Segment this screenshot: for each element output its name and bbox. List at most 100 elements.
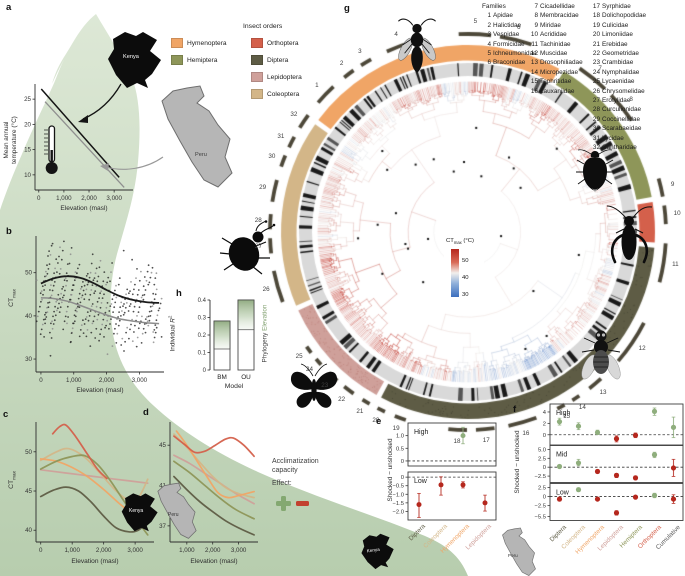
x-axis-title: Model	[225, 383, 244, 390]
kenya-map-shape	[121, 493, 158, 532]
hemiptera-swatch	[171, 55, 183, 65]
tick-label: 0.5	[396, 446, 404, 452]
tick-label: 0	[39, 377, 43, 384]
x-axis-title: Elevation (masl)	[60, 205, 107, 212]
tick-label: 2,000	[205, 547, 221, 554]
bar-category-label: OU	[241, 374, 251, 381]
tick-label: 0.1	[198, 351, 207, 357]
panel-label-f: f	[513, 404, 517, 415]
families-header: Families	[482, 3, 506, 10]
tick-label: 1,000	[56, 195, 72, 202]
tick-label: −2.5	[535, 504, 546, 510]
legend-label: Coleoptera	[267, 90, 300, 98]
peru-map-label: Peru	[168, 512, 179, 518]
panel-label-g: g	[344, 3, 350, 14]
legend-title: Insect orders	[243, 23, 283, 30]
positive-effect-icon	[276, 496, 291, 511]
legend-label: Orthoptera	[267, 39, 299, 47]
estimate-point	[594, 429, 601, 436]
acclimatization-line2: capacity	[272, 466, 298, 474]
tick-label: 0	[543, 465, 546, 471]
lepidoptera-curve	[173, 454, 255, 505]
tick-label: 0.2	[198, 333, 207, 339]
phylogeny-label: Phylogeny	[261, 332, 269, 363]
lepidoptera-swatch	[251, 72, 263, 82]
estimate-point	[575, 423, 582, 429]
panel-label-a: a	[6, 2, 12, 13]
diptera-curve	[173, 475, 255, 536]
tick-label: 1.0	[396, 434, 404, 440]
estimate-point	[556, 496, 563, 502]
tick-label: −2.0	[393, 509, 404, 515]
tick-label: 20	[24, 121, 31, 128]
estimate-point	[460, 433, 466, 439]
tick-label: 1,000	[66, 377, 82, 384]
tick-label: 0	[401, 475, 404, 481]
elevation-band-label: Low	[556, 490, 570, 497]
estimate-point	[575, 487, 582, 493]
peru-temperature-line	[44, 101, 125, 188]
acclimatization-line1: Acclimatization	[272, 458, 319, 465]
colorbar-title: CTmax (°C)	[446, 238, 474, 246]
estimate-point	[651, 408, 658, 415]
estimate-point	[438, 482, 444, 488]
estimate-point	[575, 460, 582, 466]
colorbar-gradient	[451, 249, 459, 297]
tick-label: 0	[401, 459, 404, 465]
estimate-point	[556, 463, 563, 470]
legend-item-lepidoptera: Lepidoptera	[251, 72, 302, 82]
diptera-curve	[39, 486, 149, 533]
tick-label: 37	[159, 523, 166, 530]
estimate-point	[482, 500, 488, 506]
fly-icon	[581, 330, 621, 380]
kenya-map-shape	[108, 32, 161, 88]
elevation-band-label: High	[414, 429, 429, 436]
shield-bug-icon	[576, 149, 614, 192]
effect-label: Effect:	[272, 479, 292, 487]
peru-map-shape	[161, 85, 233, 188]
tick-label: 40	[25, 527, 32, 534]
tick-label: 15	[24, 147, 31, 154]
tick-label: 2	[543, 421, 546, 427]
tick-label: 50	[25, 270, 32, 277]
tick-label: 0	[543, 433, 546, 439]
panel-b-ylabel: CTmax	[8, 289, 17, 307]
tick-label: −0.5	[393, 484, 404, 490]
estimate-point	[670, 424, 677, 430]
tick-label: 40	[25, 313, 32, 320]
peru-map-shape	[157, 482, 197, 539]
BM-bar-elevation	[213, 320, 231, 350]
elevation-band-label: Mid	[556, 452, 567, 459]
tick-label: 45	[159, 442, 166, 449]
kenya-trend-curve	[40, 275, 160, 304]
mountain-shape	[0, 14, 468, 576]
estimate-point	[594, 496, 601, 502]
x-axis-title: Elevation (masl)	[71, 558, 118, 565]
panel-h-ylabel: Individual R2	[167, 315, 177, 352]
tick-label: 2,000	[81, 195, 97, 202]
estimate-point	[651, 452, 658, 458]
panel-label-c: c	[3, 409, 9, 420]
thermometer-icon	[44, 125, 58, 174]
tick-label: 25	[24, 96, 31, 103]
